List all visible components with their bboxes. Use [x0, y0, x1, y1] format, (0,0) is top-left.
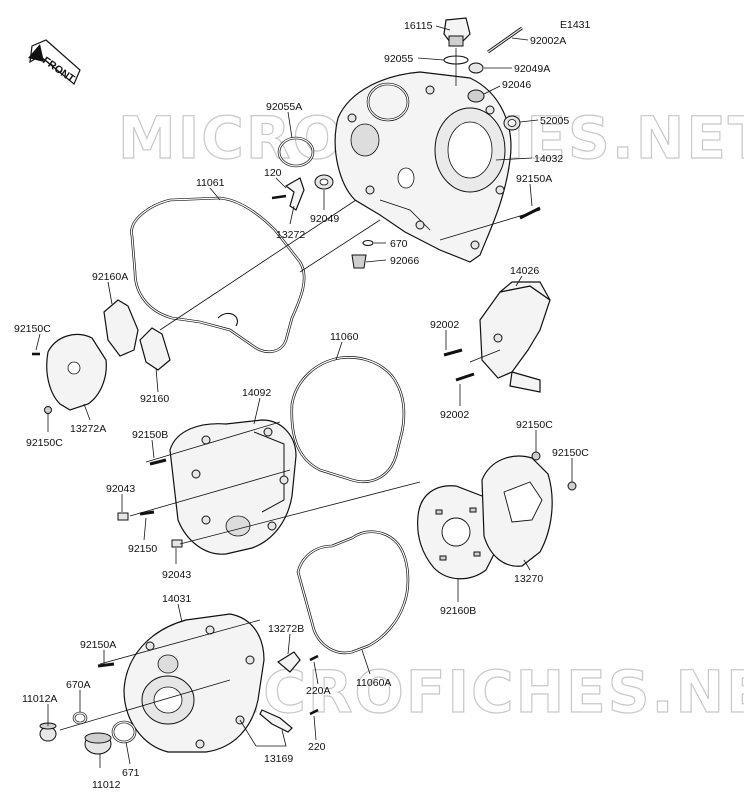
- callout-220A: 220A: [306, 685, 331, 697]
- callout-92043-b: 92043: [162, 569, 191, 581]
- callout-220: 220: [308, 741, 326, 753]
- callout-92066: 92066: [390, 255, 419, 267]
- callout-92049A: 92049A: [514, 63, 550, 75]
- exploded-view-lines: [59, 48, 541, 731]
- callout-92150C-right-a: 92150C: [516, 419, 553, 431]
- oil-filler-cap-part: [443, 17, 471, 47]
- callout-14031: 14031: [162, 593, 191, 605]
- front-arrow-icon: FRONT: [28, 39, 81, 86]
- bolt-220: [309, 708, 319, 716]
- callout-92150C-right-b: 92150C: [552, 447, 589, 459]
- seal-92046: [467, 89, 485, 103]
- callout-13272: 13272: [276, 229, 305, 241]
- bolt-220A: [309, 654, 319, 662]
- bolt-120: [271, 194, 287, 200]
- callout-92150C-left-top: 92150C: [14, 323, 51, 335]
- plug-92066: [351, 254, 367, 269]
- bolt-92150C-right-b: [567, 481, 577, 491]
- callout-92150A-top: 92150A: [516, 173, 552, 185]
- pin-92043-a: [117, 512, 129, 521]
- plug-11012: [84, 732, 112, 755]
- callout-92049: 92049: [310, 213, 339, 225]
- clutch-cover-part: [334, 71, 512, 263]
- callout-92160B: 92160B: [440, 605, 476, 617]
- bolt-92150A-bottom: [97, 662, 115, 668]
- rubber-92160: [139, 327, 171, 371]
- plate-13270: [481, 455, 553, 567]
- cover-14092: [169, 419, 297, 555]
- callout-92043-a: 92043: [106, 483, 135, 495]
- callout-92150: 92150: [128, 543, 157, 555]
- diagram-code: E1431: [560, 19, 591, 31]
- callout-labels: 16115 92002A 92055 92049A 92046 52005 14…: [14, 20, 589, 791]
- gasket-11061: [130, 196, 306, 354]
- gasket-11060: [290, 356, 406, 483]
- callout-671: 671: [122, 767, 140, 779]
- callout-11012: 11012: [92, 779, 121, 791]
- callout-92046: 92046: [502, 79, 531, 91]
- bolt-92150C-right-a: [531, 451, 541, 461]
- callout-14032: 14032: [534, 153, 563, 165]
- callout-670A: 670A: [66, 679, 91, 691]
- bolt-92150B: [149, 458, 167, 466]
- callout-11012A: 11012A: [22, 693, 57, 705]
- plate-92160B: [417, 485, 499, 580]
- lever-13272: [284, 177, 305, 211]
- bolt-92002-b: [455, 372, 475, 382]
- bracket-13169: [259, 709, 293, 733]
- callout-92055: 92055: [384, 53, 413, 65]
- callout-120: 120: [264, 167, 282, 179]
- callout-52005: 52005: [540, 115, 569, 127]
- callout-92160: 92160: [140, 393, 169, 405]
- callout-92002-b: 92002: [440, 409, 469, 421]
- leader-lines: [35, 25, 573, 768]
- callout-92150B: 92150B: [132, 429, 168, 441]
- callout-11060: 11060: [330, 331, 359, 343]
- callout-92160A: 92160A: [92, 271, 128, 283]
- callout-670: 670: [390, 238, 408, 250]
- callout-92150A-bottom: 92150A: [80, 639, 116, 651]
- callout-14026: 14026: [510, 265, 539, 277]
- callout-92002A: 92002A: [530, 35, 566, 47]
- cover-14031: [123, 613, 265, 753]
- callout-11060A: 11060A: [356, 677, 391, 689]
- callout-13272B: 13272B: [268, 623, 304, 635]
- callout-11061: 11061: [196, 177, 225, 189]
- callout-92002-a: 92002: [430, 319, 459, 331]
- bracket-13272B: [276, 651, 301, 673]
- rubber-92160A: [103, 299, 139, 357]
- callout-13169: 13169: [264, 753, 293, 765]
- bolt-92150: [139, 510, 155, 516]
- washer-92049A: [468, 62, 484, 74]
- callout-16115: 16115: [404, 20, 433, 32]
- callout-92150C-left-bot: 92150C: [26, 437, 63, 449]
- callout-92055A: 92055A: [266, 101, 302, 113]
- callout-13272A: 13272A: [70, 423, 106, 435]
- oring-670: [362, 239, 374, 247]
- guard-14026: [479, 281, 551, 393]
- callout-14092: 14092: [242, 387, 271, 399]
- bolt-92002-a: [443, 348, 463, 357]
- callout-13270: 13270: [514, 573, 543, 585]
- bolt-92150C-b: [44, 406, 52, 414]
